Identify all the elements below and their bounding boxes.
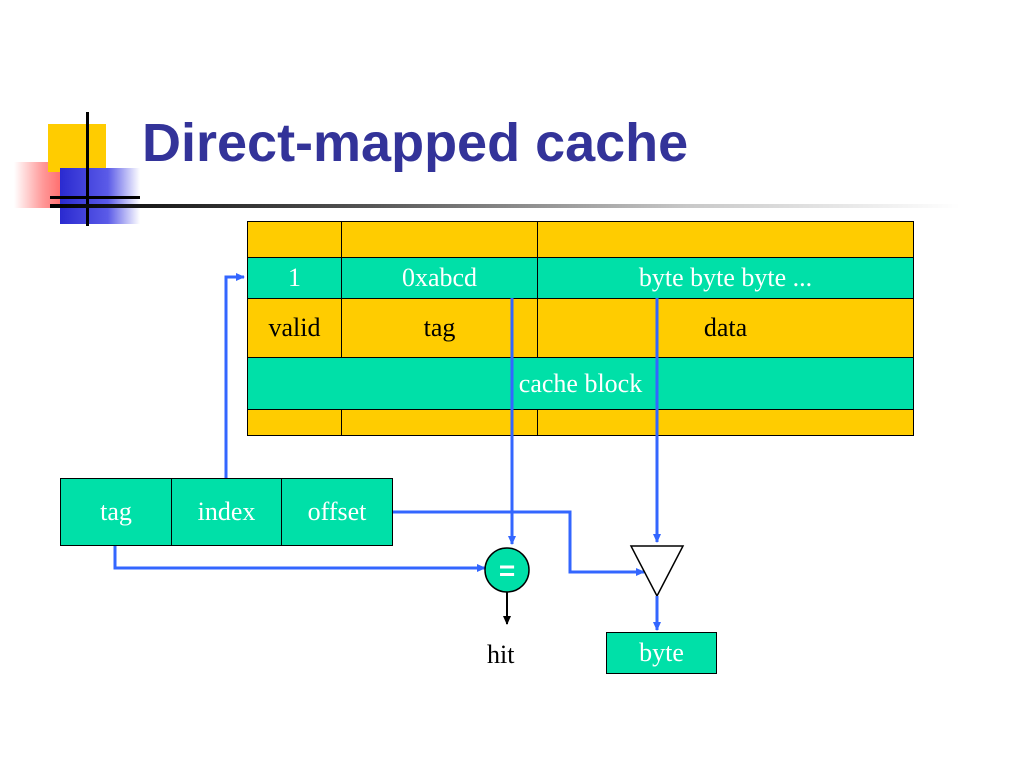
comparator-circle	[484, 547, 530, 593]
address-tag-to-comparator-wire	[113, 546, 486, 572]
byte-select-mux	[629, 545, 685, 598]
header-data-cell: data	[537, 298, 914, 358]
offset-to-mux-wire	[393, 510, 645, 576]
byte-output-box: byte	[606, 632, 717, 674]
cache-row-top-data	[537, 221, 914, 258]
slide-title: Direct-mapped cache	[142, 113, 689, 173]
entry-valid-cell: 1	[247, 257, 342, 299]
address-index-field: index	[171, 478, 282, 546]
entry-data-cell: byte byte byte ...	[537, 257, 914, 299]
cache-row-bottom-data	[537, 409, 914, 436]
decorative-horizontal-line	[50, 196, 140, 199]
title-underline	[50, 204, 960, 208]
entry-tag-cell: 0xabcd	[341, 257, 538, 299]
address-tag-field: tag	[60, 478, 172, 546]
cache-row-bottom-valid	[247, 409, 342, 436]
decorative-vertical-line	[86, 112, 89, 226]
header-tag-cell: tag	[341, 298, 538, 358]
decorative-yellow-block	[48, 124, 106, 172]
cache-row-bottom-tag	[341, 409, 538, 436]
address-offset-field: offset	[281, 478, 393, 546]
index-to-row-wire	[224, 273, 245, 478]
comparator-symbol: =	[499, 555, 515, 586]
hit-label: hit	[487, 640, 515, 669]
